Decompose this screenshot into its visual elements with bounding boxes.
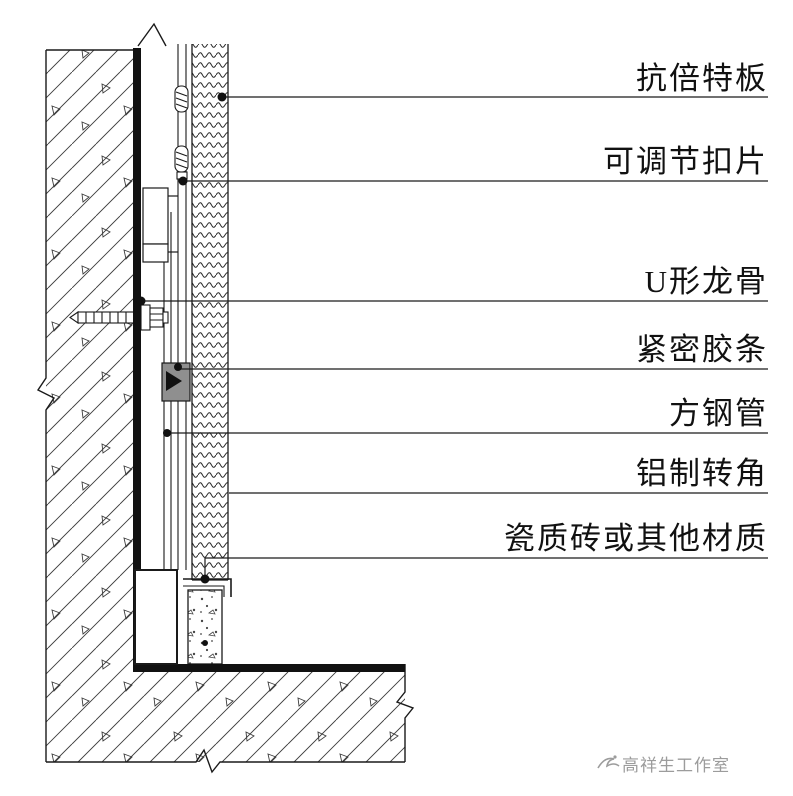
aluminum-corner-trim <box>183 578 232 597</box>
leader-dot-tube <box>163 429 171 437</box>
bottom-edge <box>46 748 405 774</box>
label-aluminum-corner: 铝制转角 <box>636 456 768 491</box>
leader-dots <box>136 92 227 584</box>
leader-dot-tile <box>200 574 210 584</box>
adjustable-clip-bottom <box>174 145 189 180</box>
watermark-text: 高祥生工作室 <box>622 756 730 775</box>
label-rubber-strip: 紧密胶条 <box>636 332 768 367</box>
leader-line-tile <box>204 557 768 577</box>
leader-lines <box>140 96 768 577</box>
wall-face-line <box>133 48 141 672</box>
mounting-bracket <box>142 187 178 263</box>
leader-dot-panel <box>217 92 227 102</box>
floor-right-edge <box>395 664 415 762</box>
wall-left-edge <box>36 50 56 762</box>
base-support-box <box>134 569 178 665</box>
studio-logo-dot <box>613 755 617 759</box>
concrete-wall-hatch <box>46 50 133 762</box>
break-mark-top <box>137 22 167 47</box>
leader-dot-keel <box>136 296 146 306</box>
label-compact-laminate: 抗倍特板 <box>636 61 768 96</box>
floor-face-line <box>133 664 405 672</box>
leader-dot-clip <box>178 176 188 186</box>
label-porcelain-tile: 瓷质砖或其他材质 <box>504 521 768 556</box>
structure-outline <box>36 22 415 774</box>
expansion-anchor-bolt <box>69 304 169 331</box>
concrete-floor-hatch <box>133 672 405 762</box>
label-u-keel: U形龙骨 <box>645 264 768 299</box>
u-channel-keel <box>177 44 187 570</box>
label-square-tube: 方钢管 <box>669 396 768 431</box>
leader-dot-rubber <box>174 363 182 371</box>
label-adjustable-clip: 可调节扣片 <box>603 144 768 179</box>
adjustable-clip-top <box>174 85 189 113</box>
watermark: 高祥生工作室 <box>597 755 730 775</box>
compact-laminate-panel <box>191 44 229 581</box>
porcelain-tile <box>187 589 223 665</box>
studio-logo-icon <box>597 757 620 769</box>
